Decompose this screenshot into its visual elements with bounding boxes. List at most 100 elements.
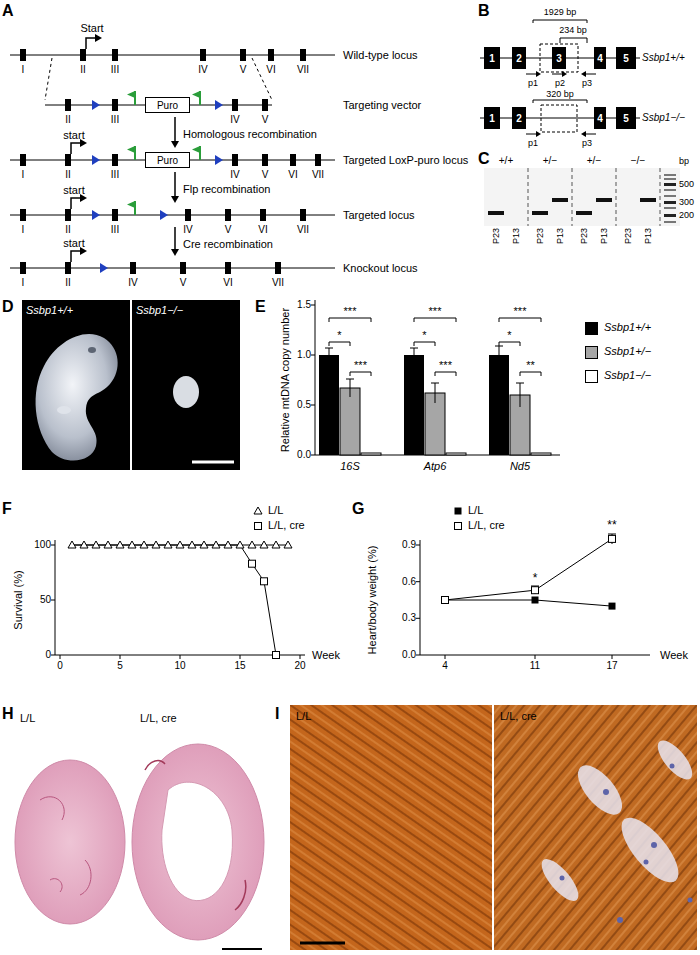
text-label: IV: [128, 277, 137, 289]
gene-map: [100, 263, 108, 273]
gene-map: [200, 49, 206, 61]
text-label: Wild-type locus: [343, 49, 418, 62]
data-marker: [249, 560, 256, 567]
embryo-photo: [22, 300, 130, 470]
text-label: Flp recombination: [183, 183, 270, 196]
axis-title: Relative mtDNA copy number: [279, 308, 292, 452]
text-label: L/L: [296, 710, 311, 723]
text-label: II: [65, 277, 71, 289]
gene-map: [192, 146, 200, 153]
gene-map: [71, 198, 81, 209]
legend-text: Ssbp1+/+: [604, 321, 651, 334]
text-label: Targeting vector: [343, 99, 421, 112]
data-marker: [248, 541, 256, 548]
text-label: 1929 bp: [544, 7, 577, 17]
text-label: VII: [297, 64, 309, 76]
weight-chart: [420, 540, 650, 655]
exon-box: 3: [552, 47, 566, 69]
gene-map: [171, 196, 179, 203]
text-label: −/−: [631, 155, 645, 167]
tissue-stain: [644, 860, 649, 865]
gene-map: [232, 154, 238, 166]
text-label: III: [111, 169, 119, 181]
gene-map: [171, 249, 179, 256]
text-label: *: [507, 329, 511, 342]
allele-map: [562, 71, 567, 77]
text-label: Targeted LoxP-puro locus: [343, 154, 468, 167]
gene-map: [20, 262, 26, 274]
embryo-photo: [192, 461, 234, 464]
text-label: 0.6: [402, 576, 416, 588]
tissue-stain: [612, 809, 688, 891]
heart-section: [15, 760, 125, 924]
allele-map: [526, 134, 536, 135]
text-label: 4: [442, 660, 448, 672]
text-label: ***: [344, 305, 357, 318]
panel-label: B: [478, 2, 490, 20]
gene-map: [225, 209, 231, 221]
axis-title: P13: [599, 228, 609, 244]
data-marker: [128, 541, 136, 548]
data-marker: [261, 578, 268, 585]
panel-label: I: [275, 705, 279, 723]
text-label: Atp6: [424, 460, 447, 473]
gene-map: [260, 209, 266, 221]
tissue-stain: [688, 898, 693, 903]
text-label: Start: [80, 22, 103, 35]
text-label: V: [240, 64, 247, 76]
data-marker: [152, 541, 160, 548]
weight-chart: [455, 508, 462, 515]
text-label: 500: [679, 179, 694, 189]
survival-chart: [72, 545, 276, 655]
tissue-stain: [670, 764, 675, 769]
weight-chart: [609, 535, 616, 542]
gene-map: [262, 154, 268, 166]
legend-text: Ssbp1−/−: [604, 369, 651, 382]
bar-chart: [311, 305, 315, 455]
gene-map: [185, 209, 191, 221]
exon-box: 1: [484, 47, 500, 69]
text-label: 0.9: [402, 539, 416, 551]
allele-map: [541, 105, 577, 132]
heart-section: [132, 744, 264, 940]
weight-chart: [609, 603, 616, 610]
node-text: 2: [516, 113, 522, 124]
axis-title: P23: [623, 228, 633, 244]
text-label: +/+: [499, 155, 513, 167]
text-label: ***: [439, 359, 452, 372]
gene-map: [112, 99, 118, 111]
axis-title: P23: [491, 228, 501, 244]
gene-map: [95, 34, 102, 42]
tissue-stain: [652, 735, 698, 785]
text-label: 0.5: [297, 399, 311, 411]
gene-map: [71, 251, 81, 262]
data-marker: [273, 652, 280, 659]
text-label: I: [22, 277, 25, 289]
gel-image: [484, 168, 680, 226]
data-marker: [164, 541, 172, 548]
node-text: 3: [556, 53, 562, 64]
legend-text: L/L, cre: [268, 519, 305, 532]
gene-map: [174, 227, 176, 249]
tissue-stain: [290, 705, 698, 950]
data-marker: [104, 541, 112, 548]
data-marker: [92, 541, 100, 548]
axis-title: P23: [579, 228, 589, 244]
legend-text: Ssbp1+/−: [604, 345, 651, 358]
gel-image: [552, 198, 568, 202]
node-text: 4: [597, 113, 603, 124]
gene-map: [268, 49, 274, 61]
embryo-photo: [36, 334, 118, 461]
gene-map: [112, 209, 118, 221]
allele-map: [480, 20, 640, 137]
gene-map: [130, 262, 136, 274]
text-label: III: [111, 114, 119, 126]
text-label: VI: [288, 169, 297, 181]
weight-chart: [442, 597, 449, 604]
tissue-stain: [290, 705, 492, 950]
text-label: 200: [679, 210, 694, 220]
tissue-stain: [536, 854, 585, 907]
panel-label: A: [2, 2, 14, 20]
gel-image: [664, 174, 676, 176]
gene-map: [10, 34, 335, 274]
